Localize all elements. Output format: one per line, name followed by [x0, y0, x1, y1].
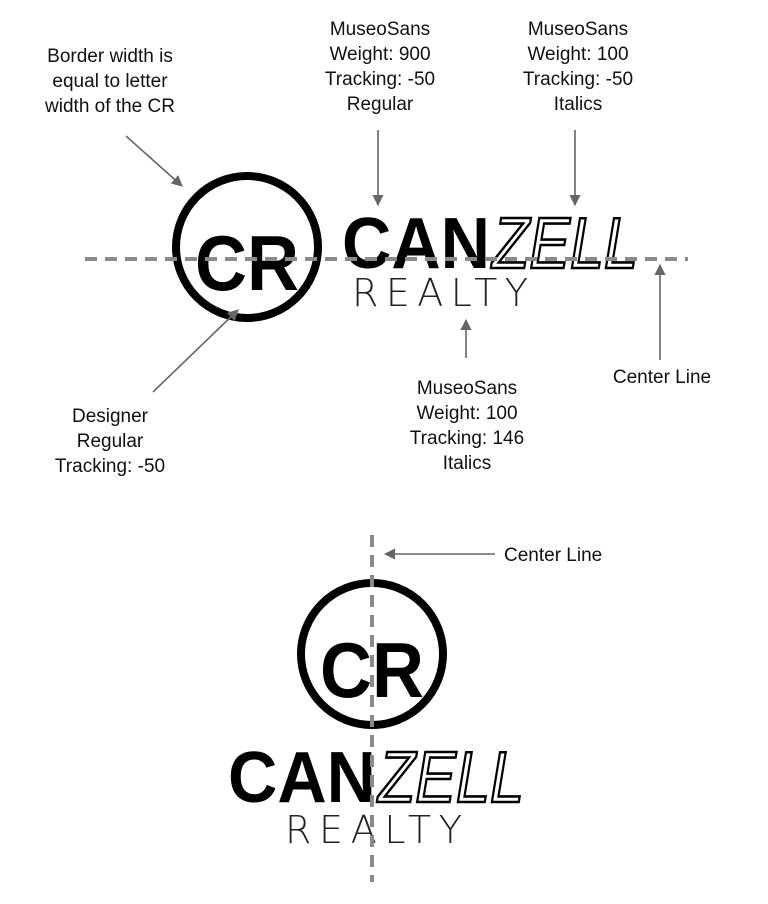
horizontal-logo: CR CAN ZELL REALTY: [172, 172, 639, 322]
logo-monogram: CR: [195, 219, 299, 307]
label-line: equal to letter: [52, 71, 168, 92]
annotation-center-line-vertical: Center Line: [383, 545, 602, 566]
logo-name-bold: CAN: [228, 738, 376, 818]
annotation-zell-font: MuseoSans Weight: 100 Tracking: -50 Ital…: [523, 19, 633, 207]
annotation-border: Border width is equal to letter width of…: [44, 46, 183, 187]
logo-name-light: ZELL: [490, 204, 638, 284]
annotation-center-line-horizontal: Center Line: [613, 263, 711, 388]
label-line: Weight: 900: [329, 44, 430, 65]
logo-name-light: ZELL: [376, 738, 524, 818]
label-line: Tracking: -50: [523, 69, 633, 90]
annotation-can-font: MuseoSans Weight: 900 Tracking: -50 Regu…: [325, 19, 435, 207]
label-line: Tracking: -50: [325, 69, 435, 90]
annotation-cr-font: Designer Regular Tracking: -50: [55, 309, 239, 477]
label-line: Regular: [347, 94, 414, 115]
stacked-logo: CR CAN ZELL REALTY: [228, 579, 525, 852]
label-line: Italics: [443, 453, 492, 474]
label-line: Center Line: [504, 545, 602, 566]
label-line: Tracking: 146: [410, 428, 524, 449]
label-line: Center Line: [613, 367, 711, 388]
annotation-realty-font: MuseoSans Weight: 100 Tracking: 146 Ital…: [410, 318, 524, 474]
logo-ring: [172, 172, 322, 322]
logo-name-bold: CAN: [342, 204, 490, 284]
label-line: Designer: [72, 406, 149, 427]
label-line: Italics: [554, 94, 603, 115]
label-line: Weight: 100: [527, 44, 628, 65]
label-line: MuseoSans: [330, 19, 430, 40]
arrow-icon: [125, 135, 183, 187]
label-line: MuseoSans: [417, 378, 517, 399]
label-line: Border width is: [47, 46, 173, 67]
arrow-icon: [152, 309, 239, 393]
label-line: Tracking: -50: [55, 456, 165, 477]
label-line: Weight: 100: [416, 403, 517, 424]
label-line: Regular: [77, 431, 144, 452]
label-line: MuseoSans: [528, 19, 628, 40]
label-line: width of the CR: [44, 96, 175, 117]
